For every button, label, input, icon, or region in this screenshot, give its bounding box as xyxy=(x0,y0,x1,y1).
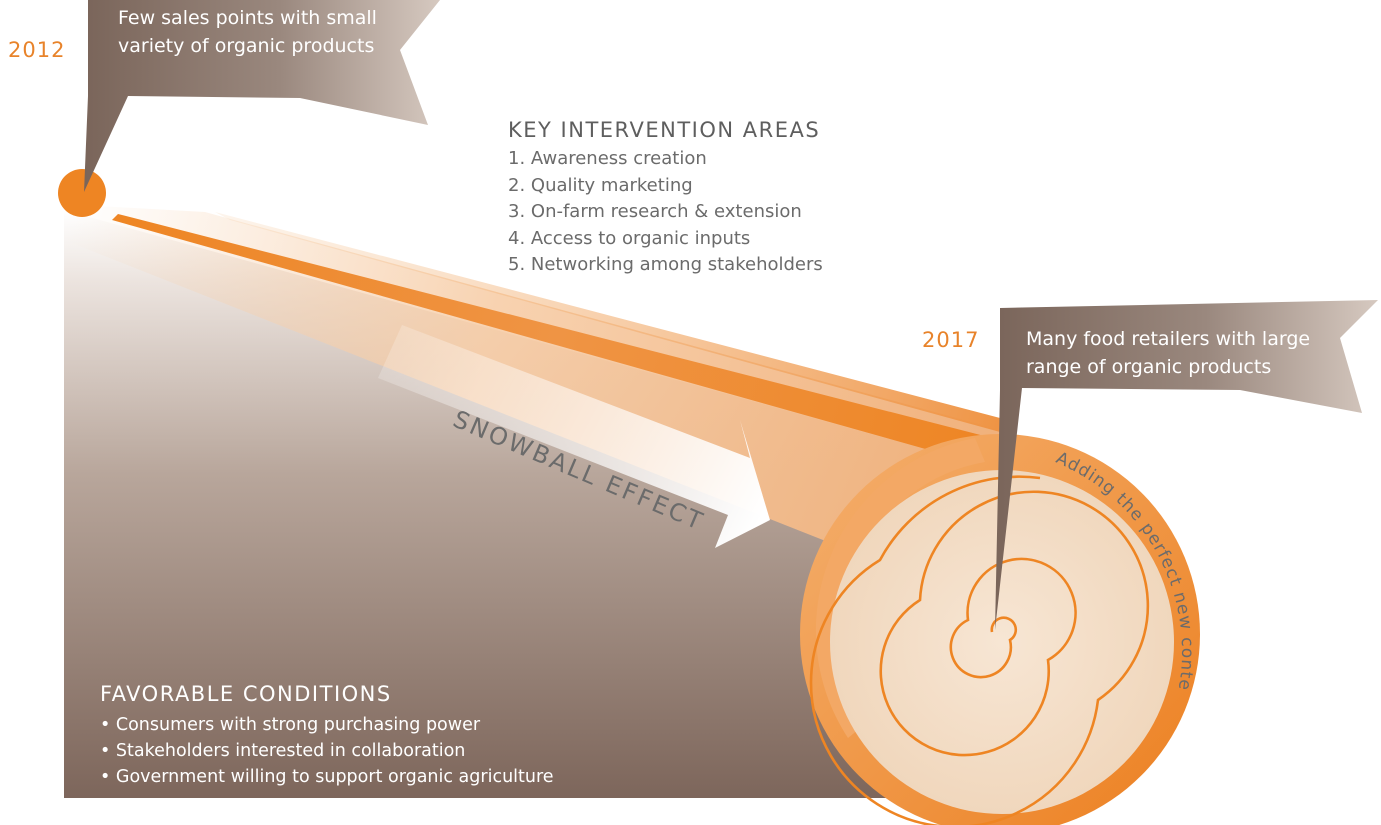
year-2012: 2012 xyxy=(8,38,66,62)
favorable-conditions-heading: FAVORABLE CONDITIONS xyxy=(100,682,392,706)
favorable-conditions-list: • Consumers with strong purchasing power… xyxy=(100,712,554,790)
slope-area xyxy=(64,210,1000,798)
key-intervention-item: 1. Awareness creation xyxy=(508,148,707,169)
flag-2017-line-1: Many food retailers with large xyxy=(1026,328,1311,350)
favorable-condition-item: • Stakeholders interested in collaborati… xyxy=(100,741,466,761)
key-intervention-list: 1. Awareness creation 2. Quality marketi… xyxy=(508,146,823,279)
flag-2017-line-2: range of organic products xyxy=(1026,356,1272,378)
key-intervention-item: 2. Quality marketing xyxy=(508,174,693,196)
favorable-condition-item: • Government willing to support organic … xyxy=(100,767,554,787)
start-dot xyxy=(58,169,106,217)
key-intervention-item: 3. On-farm research & extension xyxy=(508,201,802,222)
flag-2017 xyxy=(995,300,1378,630)
snowball-core xyxy=(830,470,1174,814)
snowball-spiral xyxy=(809,475,1150,825)
key-intervention-item: 5. Networking among stakeholders xyxy=(508,254,823,275)
flag-2012-text: Few sales points with small variety of o… xyxy=(118,4,377,60)
flag-2012-line-1: Few sales points with small xyxy=(118,7,377,29)
key-intervention-heading: KEY INTERVENTION AREAS xyxy=(508,118,821,142)
snowball xyxy=(800,434,1200,825)
favorable-condition-item: • Consumers with strong purchasing power xyxy=(100,715,481,735)
snowball-outer-light xyxy=(815,438,985,738)
snowball-arrow xyxy=(378,325,770,548)
trail-stripe-orange xyxy=(112,214,1000,470)
key-intervention-item: 4. Access to organic inputs xyxy=(508,227,751,249)
year-2017: 2017 xyxy=(922,328,980,352)
flag-2012 xyxy=(84,0,440,192)
flag-2017-text: Many food retailers with large range of … xyxy=(1026,325,1310,381)
trail-stripe-top xyxy=(215,212,1000,432)
flag-2012-line-2: variety of organic products xyxy=(118,35,375,57)
